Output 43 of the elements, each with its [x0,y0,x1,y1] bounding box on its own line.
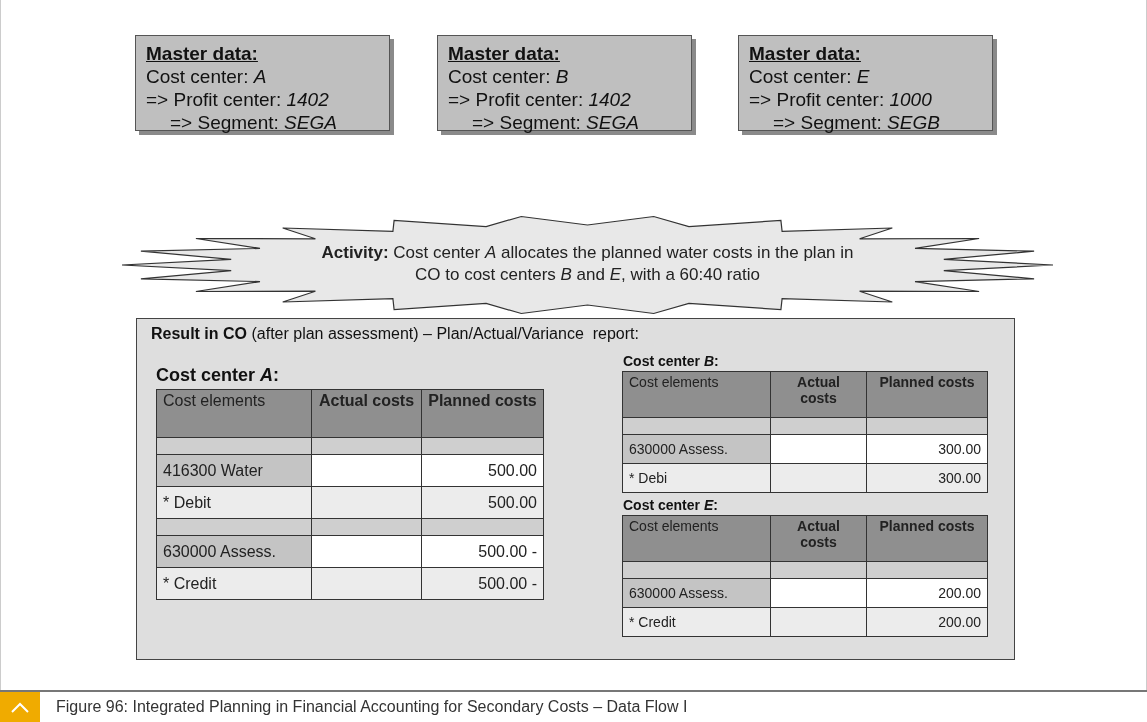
box-text: Cost center: B [448,65,570,88]
box-text: => Segment: SEGB [772,111,941,134]
table-title: Cost center B: [623,353,719,369]
table-title: Cost center A: [156,365,280,386]
callout-text: Activity: Cost center A allocates the planned water costs in the plan in CO to cost centers B and E, with a 60:40 ratio [320,242,855,286]
header-cell: Planned costs [421,389,544,438]
box-text: => Profit center: 1402 [146,88,330,111]
table-cell: 630000 Assess. [156,535,312,568]
table-title: Cost center E: [623,497,718,513]
panel-heading: Result in CO (after plan assessment) – Plan/Actual/Variance report: [151,325,639,343]
table-cell: 200.00 [866,578,988,608]
table-cell: 416300 Water [156,454,312,487]
figure-caption: Figure 96: Integrated Planning in Financial Accounting for Secondary Costs – Data Flow I [56,698,688,716]
header-cell: Actual costs [311,389,422,438]
header-cell: Cost elements [156,389,312,438]
box-heading: Master data: [146,42,259,65]
table-cell: * Debi [622,463,771,493]
box-text: => Profit center: 1402 [448,88,632,111]
header-cell: Actual costs [770,515,867,562]
table-cell: 500.00 - [421,535,544,568]
table-cell: * Debit [156,486,312,519]
table-cell: 300.00 [866,463,988,493]
box-text: => Profit center: 1000 [749,88,933,111]
table-cell: 200.00 [866,607,988,637]
table-cell: 500.00 - [421,567,544,600]
table-cell: 630000 Assess. [622,434,771,464]
table-cell: * Credit [622,607,771,637]
table-cell: 300.00 [866,434,988,464]
header-cell: Planned costs [866,515,988,562]
table-cell: 500.00 [421,486,544,519]
box-text: Cost center: A [146,65,268,88]
table-cell: 500.00 [421,454,544,487]
table-cell: 630000 Assess. [622,578,771,608]
header-cell: Planned costs [866,371,988,418]
table-cell: * Credit [156,567,312,600]
header-cell: Actual costs [770,371,867,418]
box-text: => Segment: SEGA [471,111,640,134]
box-heading: Master data: [448,42,561,65]
box-heading: Master data: [749,42,862,65]
header-cell: Cost elements [622,515,771,562]
box-text: => Segment: SEGA [169,111,338,134]
header-cell: Cost elements [622,371,771,418]
box-text: Cost center: E [749,65,871,88]
